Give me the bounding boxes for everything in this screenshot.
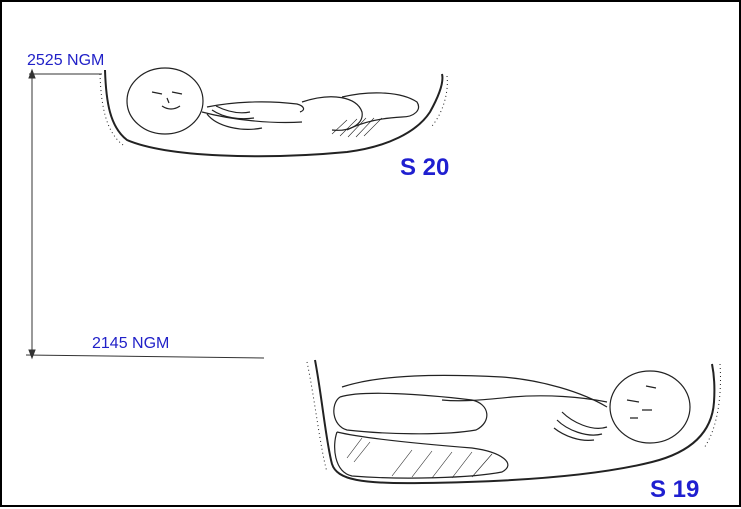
lower-depth-label: 2145 NGM (92, 335, 169, 353)
upper-pit-edge-left (100, 74, 123, 145)
lower-face (627, 386, 656, 418)
depth-scale (26, 70, 264, 358)
lower-tibia (335, 432, 508, 478)
upper-skull (127, 68, 203, 134)
lower-arm (342, 375, 607, 407)
upper-burial-pit (100, 70, 447, 156)
upper-pelvis (302, 97, 362, 131)
lower-skeleton (334, 371, 690, 478)
lower-skull (610, 371, 690, 443)
upper-burial-id: S 20 (400, 154, 449, 182)
upper-legs (342, 93, 419, 130)
lower-femur (334, 393, 487, 433)
lower-hatching (347, 438, 492, 478)
lower-ribcage (554, 412, 607, 440)
upper-arm (207, 102, 304, 112)
upper-pit-edge-right (432, 76, 447, 126)
upper-face (152, 92, 182, 109)
lower-burial-id: S 19 (650, 476, 699, 504)
depth-scale-bottom-tick (26, 355, 264, 358)
upper-pit-outline (105, 70, 443, 156)
lower-pit-edge-right (704, 364, 720, 448)
depth-scale-bottom-arrow (29, 350, 35, 358)
upper-skeleton (127, 68, 419, 137)
upper-ribcage (207, 106, 262, 129)
upper-depth-label: 2525 NGM (27, 52, 104, 70)
